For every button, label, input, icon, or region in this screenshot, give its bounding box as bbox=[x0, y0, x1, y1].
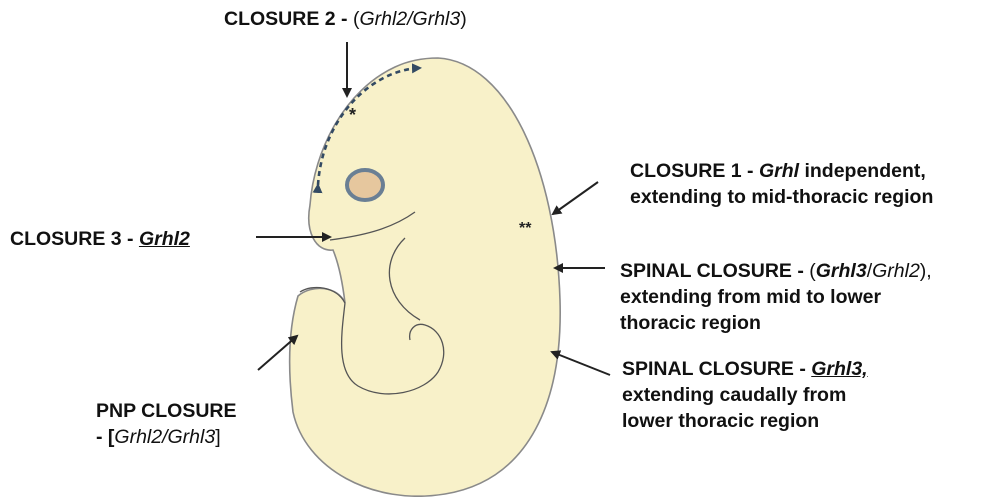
closure1-line1: CLOSURE 1 - Grhl independent, bbox=[630, 158, 933, 184]
star-single-marker: * bbox=[349, 105, 356, 125]
closure1-label: CLOSURE 1 - Grhl independent, extending … bbox=[630, 158, 933, 210]
pnp-title: PNP CLOSURE bbox=[96, 398, 237, 424]
pnp-gene: Grhl2/Grhl3 bbox=[114, 426, 215, 448]
closure1-rest: independent, bbox=[799, 160, 926, 182]
pnp-closure-label: PNP CLOSURE - [Grhl2/Grhl3] bbox=[96, 398, 237, 450]
star-double-marker: ** bbox=[519, 220, 532, 237]
eye-ring bbox=[347, 170, 383, 200]
pnp-line2: - [Grhl2/Grhl3] bbox=[96, 424, 237, 450]
spinal-closure1-label: SPINAL CLOSURE - (Grhl3/Grhl2), extendin… bbox=[620, 258, 932, 336]
pnp-close: ] bbox=[215, 426, 220, 448]
closure3-gene: Grhl2 bbox=[139, 228, 190, 250]
spinal-closure2-label: SPINAL CLOSURE - Grhl3, extending caudal… bbox=[622, 356, 868, 434]
spinal2-line3: lower thoracic region bbox=[622, 408, 868, 434]
embryo-body bbox=[290, 58, 560, 496]
spinal2-line2: extending caudally from bbox=[622, 382, 868, 408]
spinal1-line2: extending from mid to lower bbox=[620, 284, 932, 310]
closure1-line2: extending to mid-thoracic region bbox=[630, 184, 933, 210]
closure2-title: CLOSURE 2 - bbox=[224, 8, 353, 30]
spinal1-title: SPINAL CLOSURE - bbox=[620, 260, 809, 282]
closure1-title: CLOSURE 1 - bbox=[630, 160, 759, 182]
pnp-dash: - [ bbox=[96, 426, 114, 448]
spinal1-close: ), bbox=[920, 260, 932, 282]
closure1-gene: Grhl bbox=[759, 160, 799, 182]
closure3-label: CLOSURE 3 - Grhl2 bbox=[10, 226, 190, 252]
closure2-close: ) bbox=[460, 8, 467, 30]
spinal2-arrow bbox=[552, 352, 610, 375]
closure3-title: CLOSURE 3 - bbox=[10, 228, 139, 250]
closure1-arrow bbox=[553, 182, 598, 214]
spinal1-line3: thoracic region bbox=[620, 310, 932, 336]
spinal1-gene-bold: Grhl3 bbox=[816, 260, 867, 282]
spinal1-line1: SPINAL CLOSURE - (Grhl3/Grhl2), bbox=[620, 258, 932, 284]
closure2-label: CLOSURE 2 - (Grhl2/Grhl3) bbox=[224, 6, 467, 32]
spinal2-gene: Grhl3, bbox=[811, 358, 867, 380]
spinal2-title: SPINAL CLOSURE - bbox=[622, 358, 811, 380]
spinal2-line1: SPINAL CLOSURE - Grhl3, bbox=[622, 356, 868, 382]
closure2-gene: Grhl2/Grhl3 bbox=[359, 8, 460, 30]
spinal1-gene2: Grhl2 bbox=[872, 260, 920, 282]
